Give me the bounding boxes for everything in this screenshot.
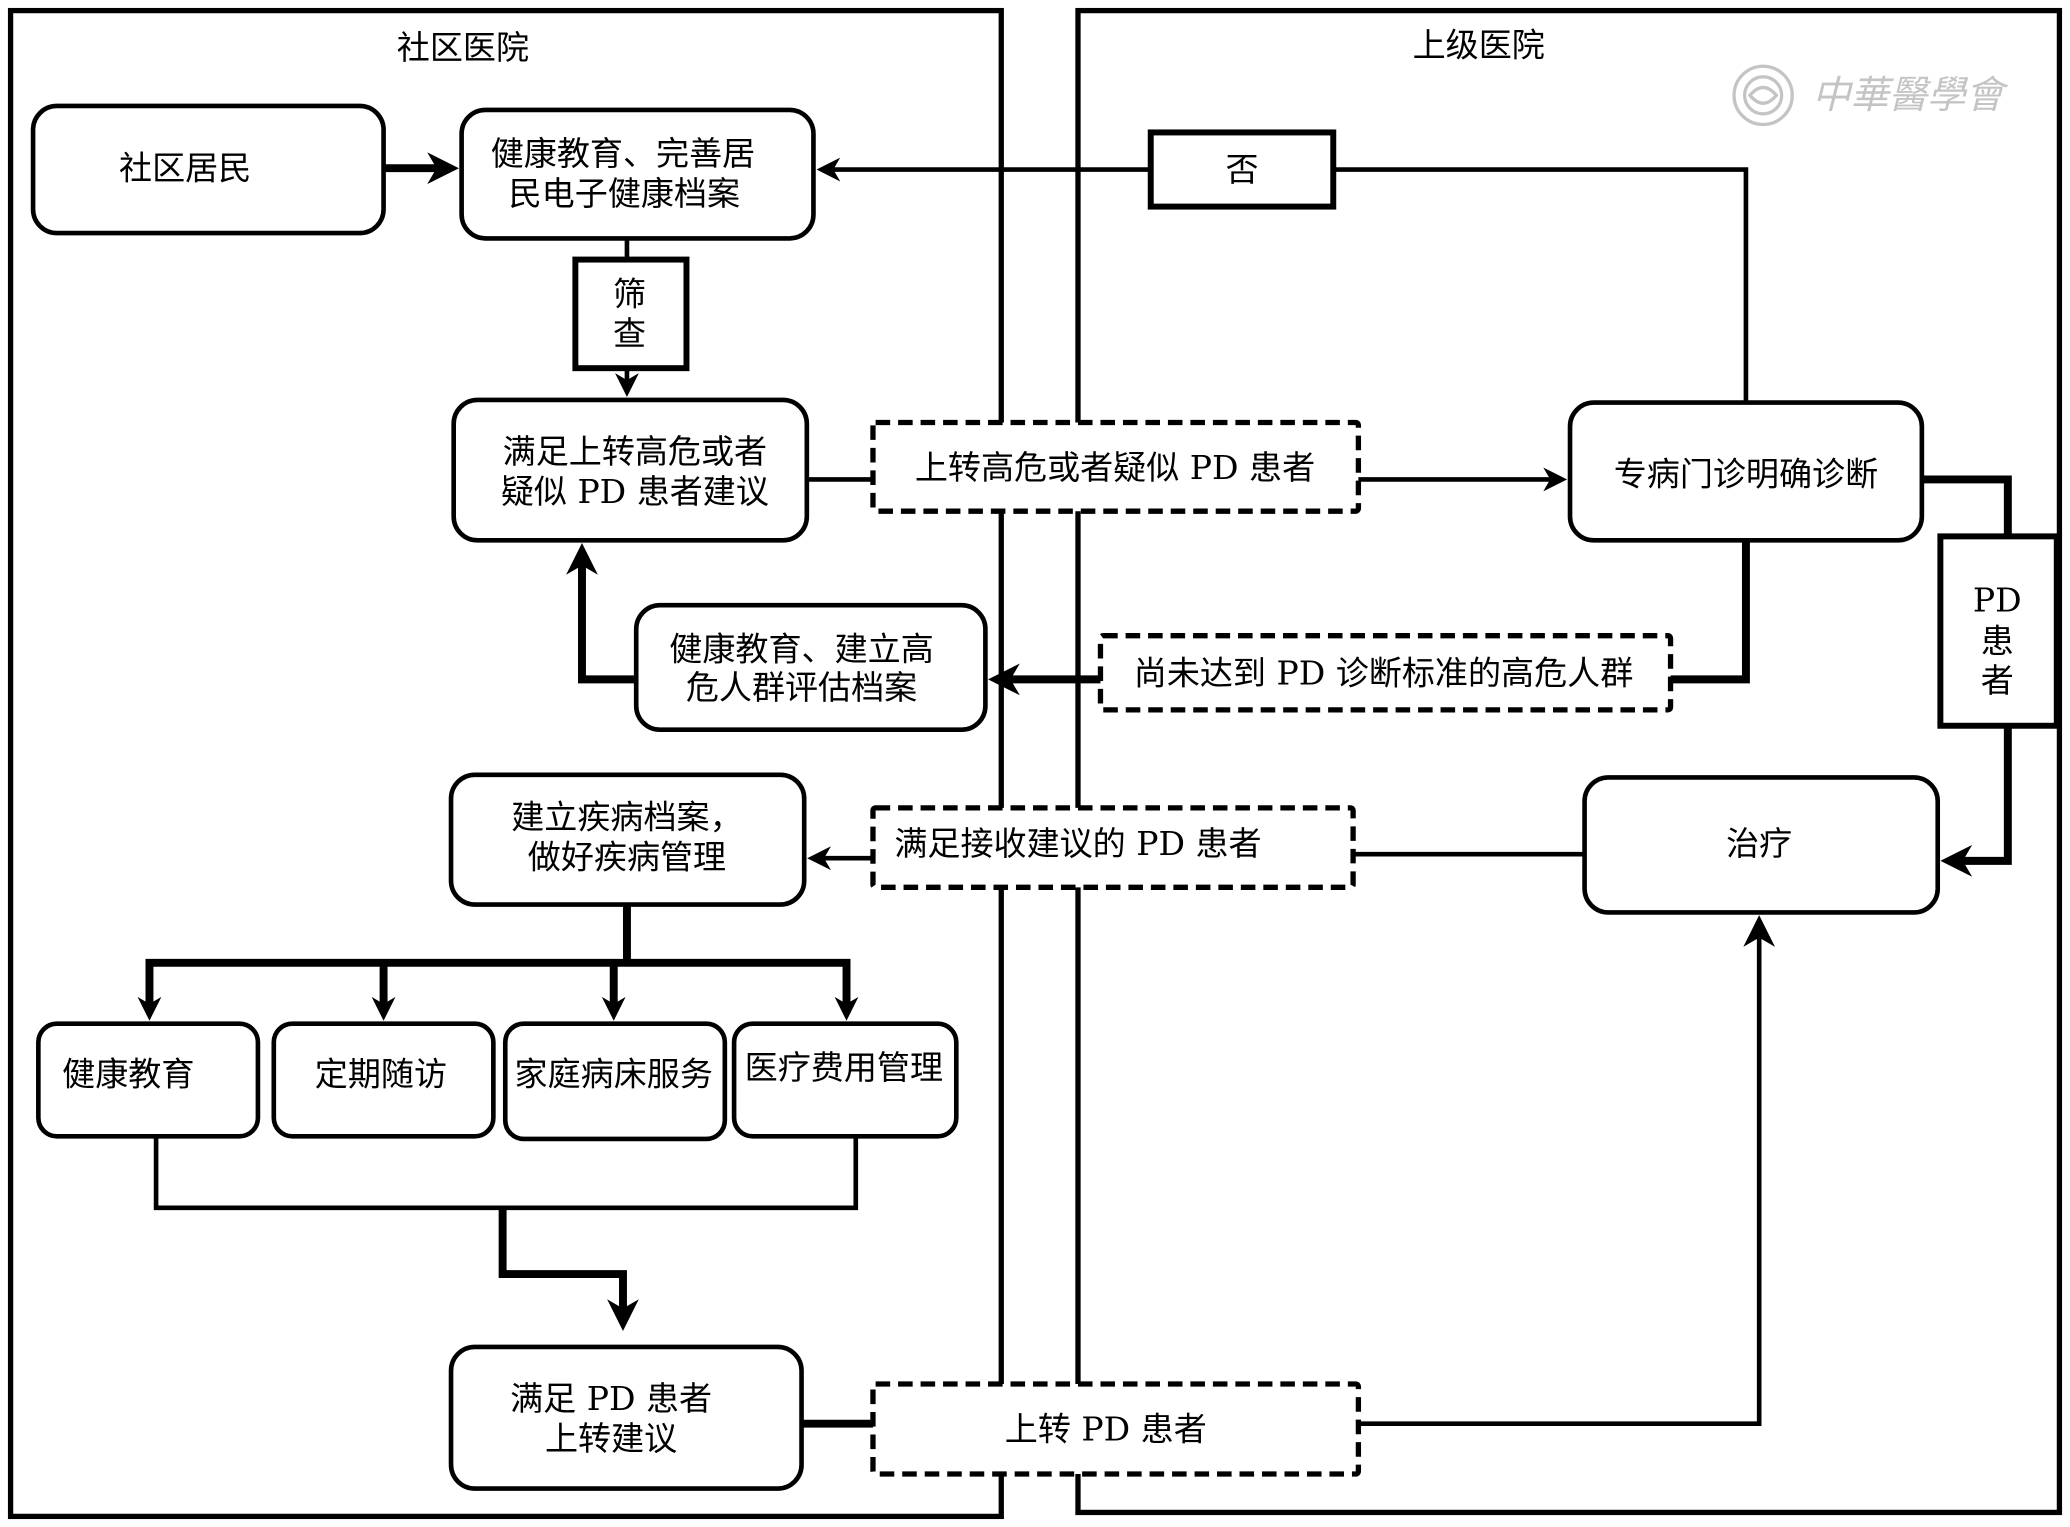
high-risk-record-box xyxy=(633,602,988,733)
node-not-yet-pd: 尚未达到 PD 诊断标准的高危人群 xyxy=(1097,633,1674,713)
refer-high-risk-box xyxy=(870,419,1362,514)
accept-pd-label: 满足接收建议的 PD 患者 xyxy=(894,824,1261,863)
pd-patient-label-line-1: PD xyxy=(1973,580,2022,619)
health-education-label: 健康教育 xyxy=(62,1055,194,1094)
society-seal-icon xyxy=(1732,64,1794,127)
residents-label: 社区居民 xyxy=(119,149,251,188)
node-pd-referral-suggestion: 满足 PD 患者 上转建议 xyxy=(448,1344,804,1491)
node-high-risk-record: 健康教育、建立高 危人群评估档案 xyxy=(633,602,988,733)
node-follow-up: 定期随访 xyxy=(271,1021,496,1139)
seal-inner-mark xyxy=(1747,85,1779,105)
treatment-label: 治疗 xyxy=(1726,824,1792,863)
watermark-text: 中華醫學會 xyxy=(1812,73,2008,118)
disease-management-box xyxy=(448,772,807,907)
node-referral-suggestion: 满足上转高危或者 疑似 PD 患者建议 xyxy=(451,397,810,543)
no-label: 否 xyxy=(1225,150,1258,189)
edge-specialist-to-not-yet-pd xyxy=(1670,540,1750,684)
not-yet-pd-label: 尚未达到 PD 诊断标准的高危人群 xyxy=(1134,653,1634,692)
pd-patient-box xyxy=(1937,533,2060,729)
connectors xyxy=(137,152,2012,1428)
screening-box xyxy=(572,256,690,372)
node-no: 否 xyxy=(1147,129,1337,210)
seal-outer-ring xyxy=(1732,64,1794,127)
screening-label-line-1: 筛 xyxy=(613,274,646,313)
pd-referral-suggestion-label-line-1: 满足 PD 患者 xyxy=(510,1379,712,1418)
follow-up-box xyxy=(271,1021,496,1139)
edge-specialist-to-no xyxy=(1333,167,1749,403)
node-accept-pd: 满足接收建议的 PD 患者 xyxy=(870,805,1356,890)
node-screening: 筛 查 xyxy=(572,256,690,372)
node-refer-pd: 上转 PD 患者 xyxy=(870,1381,1362,1477)
edge-pd-patient-to-treatment xyxy=(1940,725,2012,877)
high-risk-record-label-line-2: 危人群评估档案 xyxy=(686,668,917,707)
node-cost-management: 医疗费用管理 xyxy=(731,1021,959,1139)
seal-inner-ring xyxy=(1742,75,1784,116)
health-record-label-line-2: 民电子健康档案 xyxy=(509,174,740,213)
health-record-box xyxy=(459,107,816,241)
refer-pd-box xyxy=(870,1381,1362,1477)
cost-management-label: 医疗费用管理 xyxy=(745,1048,943,1087)
pd-referral-suggestion-label-line-2: 上转建议 xyxy=(545,1419,677,1458)
no-box xyxy=(1147,129,1337,210)
node-disease-management: 建立疾病档案， 做好疾病管理 xyxy=(448,772,807,907)
panel-community-border xyxy=(7,7,1004,1520)
specialist-diagnosis-label: 专病门诊明确诊断 xyxy=(1614,455,1878,494)
node-specialist-diagnosis: 专病门诊明确诊断 xyxy=(1567,400,1925,543)
pd-patient-label-line-3: 者 xyxy=(1981,661,2014,700)
not-yet-pd-box xyxy=(1097,633,1674,713)
specialist-diagnosis-box xyxy=(1567,400,1925,543)
referral-suggestion-box xyxy=(451,397,810,543)
node-health-education: 健康教育 xyxy=(36,1021,261,1139)
node-residents: 社区居民 xyxy=(30,103,386,236)
watermark: 中華醫學會 xyxy=(1732,64,2008,127)
high-risk-record-label-line-1: 健康教育、建立高 xyxy=(669,629,933,668)
follow-up-label: 定期随访 xyxy=(315,1055,447,1094)
refer-pd-label: 上转 PD 患者 xyxy=(1005,1409,1207,1448)
health-record-label-line-1: 健康教育、完善居 xyxy=(491,134,755,173)
node-health-record: 健康教育、完善居 民电子健康档案 xyxy=(459,107,816,241)
treatment-box xyxy=(1582,775,1941,915)
panel-higher-hospital: 上级医院 xyxy=(1075,7,2063,1516)
node-treatment: 治疗 xyxy=(1582,775,1941,915)
edge-high-risk-record-to-referral-suggestion xyxy=(566,542,637,684)
home-bed-box xyxy=(502,1021,728,1142)
edge-refer-pd-to-treatment xyxy=(1355,915,1776,1427)
referral-suggestion-label-line-1: 满足上转高危或者 xyxy=(503,432,767,471)
cost-management-box xyxy=(731,1021,959,1139)
disease-management-label-line-1: 建立疾病档案， xyxy=(511,798,742,837)
panel-community-title: 社区医院 xyxy=(397,28,529,67)
node-pd-patient: PD 患 者 xyxy=(1937,533,2060,729)
referral-suggestion-label-line-2: 疑似 PD 患者建议 xyxy=(501,472,769,511)
screening-label-line-2: 查 xyxy=(613,314,646,353)
edge-specialist-to-pd-patient xyxy=(1921,475,2012,537)
edge-merge-to-pd-referral-suggestion xyxy=(498,1207,639,1331)
pd-referral-suggestion-box xyxy=(448,1344,804,1491)
health-education-box xyxy=(36,1021,261,1139)
panel-community-hospital: 社区医院 xyxy=(7,7,1004,1520)
disease-management-label-line-2: 做好疾病管理 xyxy=(528,837,726,876)
residents-box xyxy=(30,103,386,236)
edge-merge-bar xyxy=(153,1136,859,1211)
refer-high-risk-label: 上转高危或者疑似 PD 患者 xyxy=(915,448,1315,487)
panel-higher-border xyxy=(1075,7,2063,1516)
node-home-bed: 家庭病床服务 xyxy=(502,1021,728,1142)
node-refer-high-risk: 上转高危或者疑似 PD 患者 xyxy=(870,419,1362,514)
accept-pd-box xyxy=(870,805,1356,890)
pd-patient-label-line-2: 患 xyxy=(1981,621,2014,660)
panel-higher-title: 上级医院 xyxy=(1413,26,1545,65)
home-bed-label: 家庭病床服务 xyxy=(515,1055,713,1094)
